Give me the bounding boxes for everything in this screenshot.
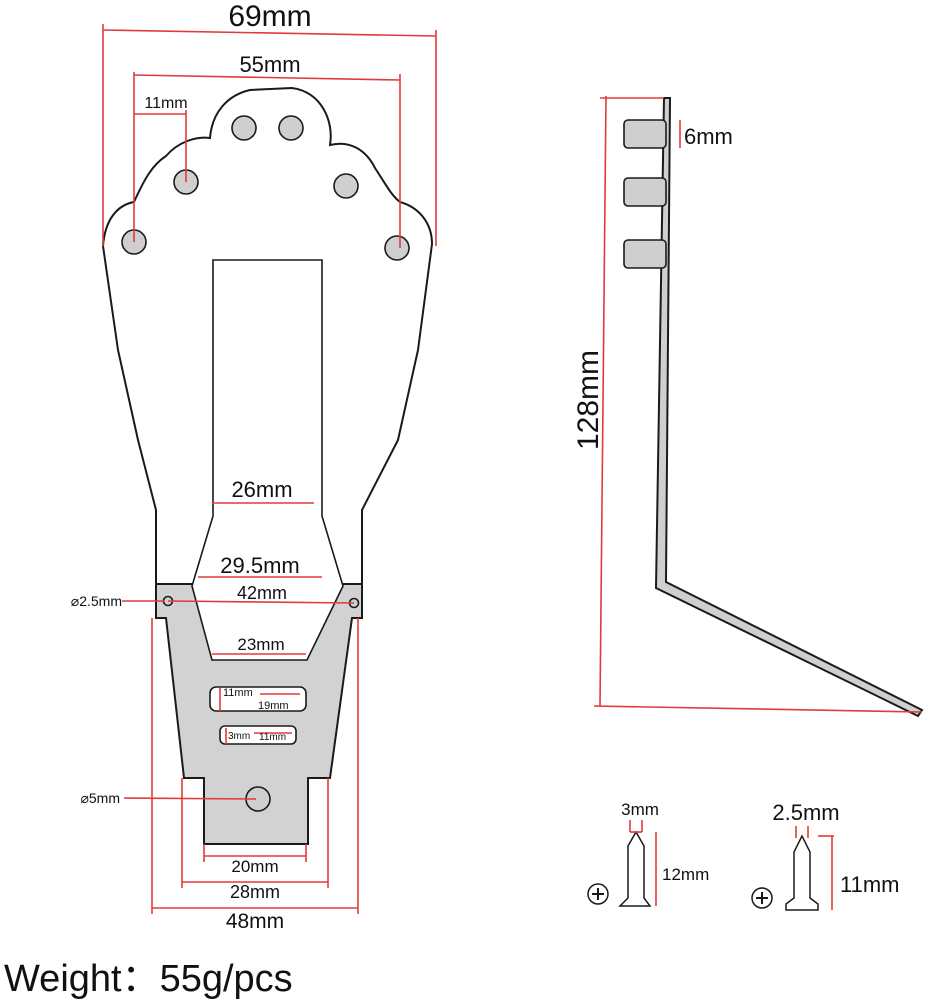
side-pin-1 bbox=[623, 119, 667, 149]
notch-width-label: 23mm bbox=[237, 635, 284, 654]
screw-2 bbox=[751, 826, 834, 911]
hole-mid-right bbox=[333, 173, 359, 199]
slot1-right-label: 19mm bbox=[258, 700, 289, 712]
hole-spacing-label: 55mm bbox=[239, 52, 300, 77]
screw-1 bbox=[587, 820, 657, 907]
side-pin-2 bbox=[623, 177, 667, 207]
side-profile bbox=[654, 97, 924, 718]
height-label: 128mm bbox=[572, 350, 605, 450]
front-dimension-lines bbox=[102, 24, 437, 914]
screw-1-diameter-label: 3mm bbox=[621, 800, 659, 819]
lower-width-label: 28mm bbox=[230, 882, 280, 902]
slot2-right-label: 11mm bbox=[259, 732, 286, 743]
large-hole-diameter-label: ⌀5mm bbox=[80, 790, 120, 806]
bottom-width-label: 48mm bbox=[226, 910, 284, 933]
small-hole-spacing-label: 42mm bbox=[237, 583, 287, 603]
overall-width-label: 69mm bbox=[228, 0, 311, 33]
screw-2-length-label: 11mm bbox=[840, 872, 900, 897]
hole-outer-right bbox=[384, 235, 410, 261]
hole-offset-label: 11mm bbox=[144, 95, 187, 112]
screw-2-body bbox=[785, 834, 819, 911]
slot1-left-label: 11mm bbox=[223, 687, 253, 699]
string-slot-2 bbox=[219, 725, 297, 745]
slot-bottom-width-label: 29.5mm bbox=[220, 553, 299, 578]
hole-top-left bbox=[231, 115, 257, 141]
hole-top-right bbox=[278, 115, 304, 141]
string-slot-1 bbox=[209, 686, 307, 712]
side-pin-3 bbox=[623, 239, 667, 269]
small-hole-diameter-label: ⌀2.5mm bbox=[71, 593, 122, 609]
tailpiece-front-view bbox=[101, 86, 434, 845]
center-slot bbox=[191, 259, 344, 661]
screw-2-diameter-label: 2.5mm bbox=[772, 800, 839, 825]
tail-width-label: 20mm bbox=[231, 857, 278, 876]
weight-label: Weight：55g/pcs bbox=[4, 958, 293, 1000]
slot-top-width-label: 26mm bbox=[231, 477, 292, 502]
screw-1-length-label: 12mm bbox=[662, 865, 709, 884]
screw-1-body bbox=[618, 830, 652, 907]
slot2-left-label: 3mm bbox=[228, 731, 250, 742]
pin-size-label: 6mm bbox=[684, 124, 733, 149]
tailpiece-side-view bbox=[593, 95, 924, 718]
